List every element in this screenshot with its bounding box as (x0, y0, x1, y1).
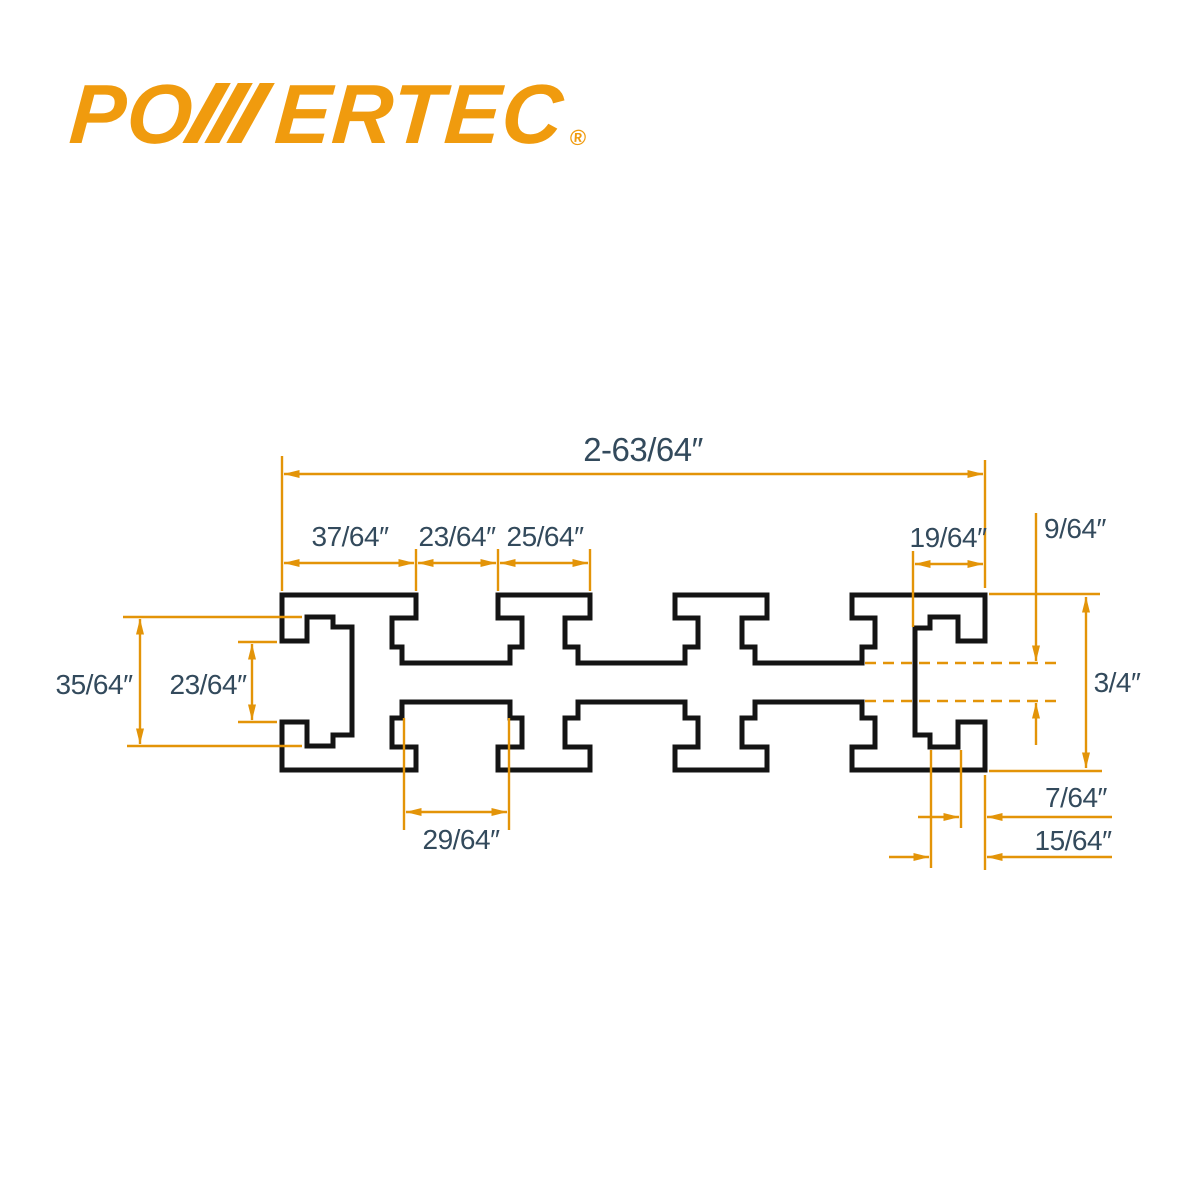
dim-left-cavity: 35/64″ (56, 615, 302, 748)
dim-top-row: 37/64″ 23/64″ 25/64″ 19/64″ (283, 521, 988, 627)
dim-right-edge: 15/64″ (889, 750, 1113, 870)
profile-outline (279, 592, 988, 773)
dim-label-cap-width: 37/64″ (312, 521, 390, 552)
dim-label-left-cavity: 35/64″ (56, 669, 134, 700)
dim-overall-width: 2-63/64″ (280, 431, 987, 591)
dim-label-right-edge: 15/64″ (1035, 825, 1113, 856)
dim-bottom-slot: 29/64″ (402, 718, 511, 855)
dim-label-web-gap: 9/64″ (1044, 513, 1106, 544)
dim-label-end-slot-depth: 19/64″ (910, 522, 988, 553)
dim-label-slot-mouth: 23/64″ (419, 521, 497, 552)
dim-web-gap: 9/64″ (865, 513, 1107, 745)
dim-overall-height: 3/4″ (989, 592, 1142, 773)
dim-label-overall-width: 2-63/64″ (583, 431, 703, 468)
dim-label-cap-b-width: 25/64″ (507, 521, 585, 552)
dim-label-left-mouth: 23/64″ (170, 669, 248, 700)
dim-right-lip: 7/64″ (918, 750, 1112, 828)
dim-label-overall-height: 3/4″ (1094, 667, 1141, 698)
dim-label-bottom-slot: 29/64″ (423, 824, 501, 855)
dim-left-mouth: 23/64″ (170, 640, 277, 724)
dimension-annotations: 2-63/64″ 37/64″ 23/64″ 25/64″ 19/64″ (56, 431, 1142, 870)
dim-label-right-lip: 7/64″ (1045, 782, 1107, 813)
